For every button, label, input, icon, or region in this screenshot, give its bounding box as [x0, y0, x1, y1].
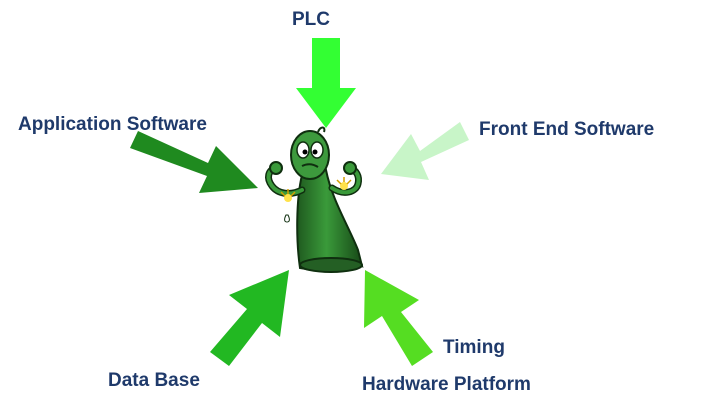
stressed-character-figure	[265, 126, 364, 273]
strain-spark-left-icon	[280, 189, 296, 202]
label-plc: PLC	[292, 9, 330, 30]
arrow-plc	[296, 38, 356, 128]
label-application-software: Application Software	[18, 114, 207, 135]
label-hardware-platform: Hardware Platform	[362, 374, 531, 395]
label-data-base: Data Base	[108, 370, 200, 391]
arrow-timing-hardware	[364, 270, 433, 366]
label-timing: Timing	[443, 337, 505, 358]
arrow-application-software	[130, 131, 258, 193]
arrow-data-base	[210, 270, 289, 366]
arrow-front-end-software	[381, 122, 469, 180]
strain-spark-right-icon	[336, 177, 352, 190]
label-front-end-software: Front End Software	[479, 119, 655, 140]
